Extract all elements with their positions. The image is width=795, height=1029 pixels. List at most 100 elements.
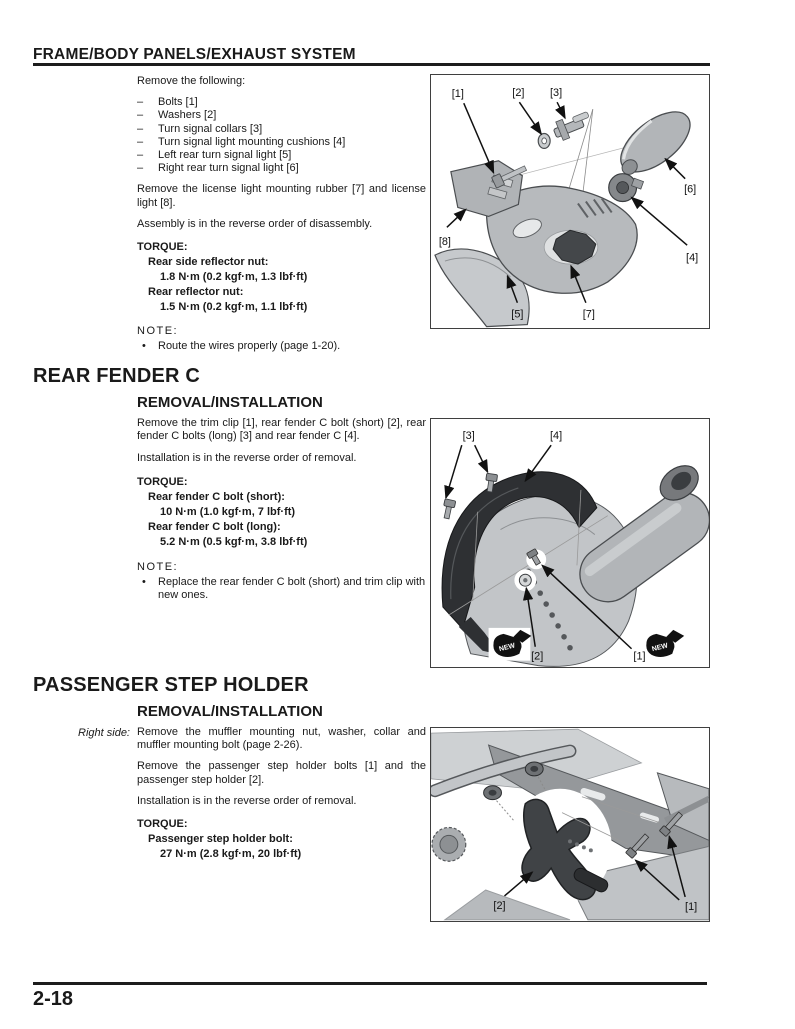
intro-text: Remove the following: — [137, 75, 246, 87]
svg-text:NEW: NEW — [498, 642, 516, 653]
dash-glyph: – — [137, 96, 144, 109]
mounting-cushion-part — [608, 173, 645, 203]
new-part-stamp-icon: NEW — [488, 627, 532, 661]
washer-part — [537, 132, 551, 149]
torque-item-name: Rear side reflector nut: — [148, 256, 269, 269]
part-label-3: [3] — [463, 430, 475, 442]
bullet-glyph: • — [142, 340, 146, 353]
turn-signal-exploded-drawing: [1] [2] [3] [4] [5] [6] [7] [8] — [434, 87, 698, 328]
section-title-rear-fender-c: REAR FENDER C — [33, 365, 201, 387]
leader-lines — [561, 796, 660, 845]
new-part-stamp-icon: NEW — [641, 627, 685, 661]
list-item-text: Turn signal light mounting cushions [4] — [158, 135, 346, 148]
torque-item-value: 27 N·m (2.8 kgf·m, 20 lbf·ft) — [160, 848, 302, 861]
callout-arrows — [446, 101, 688, 304]
part-label-2: [2] — [512, 87, 524, 99]
torque-item-value: 5.2 N·m (0.5 kgf·m, 3.8 lbf·ft) — [160, 535, 308, 548]
subframe-part — [656, 772, 709, 841]
callout-arrows — [503, 834, 686, 901]
frame-tube-part — [431, 744, 577, 798]
note-block: NOTE: • Route the wires properly (page 1… — [137, 324, 426, 353]
torque-item-name: Rear fender C bolt (short): — [148, 490, 285, 503]
part-label-4: [4] — [686, 252, 698, 264]
part-label-8: [8] — [439, 236, 451, 248]
torque-item-value: 1.5 N·m (0.2 kgf·m, 1.1 lbf·ft) — [160, 301, 308, 314]
fender-bolt-short-part — [526, 548, 541, 566]
torque-spec-block: TORQUE: Rear fender C bolt (short): 10 N… — [137, 475, 426, 550]
callout-arrows — [444, 444, 633, 650]
turn-signal-text-column: Remove the following: – Bolts [1] – Wash… — [137, 75, 426, 353]
footer-rule — [33, 982, 707, 985]
leader-lines — [566, 109, 594, 202]
torque-item-name: Rear fender C bolt (long): — [148, 520, 281, 533]
passenger-step-text-column: Remove the muffler mounting nut, washer,… — [137, 726, 426, 862]
part-label-5: [5] — [511, 309, 523, 321]
assembly-reverse-text: Assembly is in the reverse order of disa… — [137, 217, 373, 230]
fender-bolt-long-part — [443, 498, 456, 520]
torque-spec-block: TORQUE: Rear side reflector nut: 1.8 N·m… — [137, 240, 426, 315]
fender-bolt-long-part — [485, 472, 498, 493]
installation-reverse-text: Installation is in the reverse order of … — [137, 452, 357, 465]
figure-turn-signal-exploded: [1] [2] [3] [4] [5] [6] [7] [8] — [430, 74, 710, 329]
part-label-2: [2] — [493, 900, 505, 912]
list-item-text: Turn signal collars [3] — [158, 122, 263, 135]
part-label-1: [1] — [452, 88, 464, 100]
dash-glyph: – — [137, 149, 144, 162]
note-item: • Route the wires properly (page 1-20). — [137, 340, 426, 353]
step-holder-bracket-part — [521, 798, 609, 901]
figure-passenger-step-holder: [2] [1] — [430, 727, 710, 922]
leader-lines — [448, 489, 608, 616]
trim-clip-part — [518, 573, 532, 587]
note-label: NOTE: — [137, 325, 179, 338]
side-indicator-label: Right side: — [78, 727, 130, 739]
list-item-text: Left rear turn signal light [5] — [158, 149, 292, 162]
license-light-rubber-part — [552, 229, 597, 265]
part-label-1: [1] — [685, 901, 697, 913]
torque-label: TORQUE: — [137, 818, 188, 831]
part-label-6: [6] — [684, 184, 696, 196]
dash-glyph: – — [137, 162, 144, 175]
subsection-removal-installation: REMOVAL/INSTALLATION — [137, 703, 323, 720]
note-item: • Replace the rear fender C bolt (short)… — [137, 576, 426, 602]
part-label-3: [3] — [550, 87, 562, 99]
rear-fender-c-drawing: NEW NEW [3] [4] [2] [1] — [441, 430, 709, 667]
bolt-part — [491, 165, 528, 189]
remove-trim-clip-text: Remove the trim clip [1], rear fender C … — [137, 417, 426, 443]
remove-license-light-text: Remove the license light mounting rubber… — [137, 183, 426, 209]
installation-reverse-text: Installation is in the reverse order of … — [137, 794, 357, 807]
note-label: NOTE: — [137, 560, 179, 573]
part-label-1: [1] — [633, 651, 645, 663]
turn-signal-light-part — [620, 111, 691, 175]
list-item: – Turn signal collars [3] — [137, 123, 426, 136]
torque-item-value: 1.8 N·m (0.2 kgf·m, 1.3 lbf·ft) — [160, 271, 308, 284]
note-block: NOTE: • Replace the rear fender C bolt (… — [137, 560, 426, 602]
torque-spec-block: TORQUE: Passenger step holder bolt: 27 N… — [137, 817, 426, 862]
torque-label: TORQUE: — [137, 475, 188, 488]
note-item-text: Route the wires properly (page 1-20). — [158, 340, 341, 353]
figure-rear-fender-c: NEW NEW [3] [4] [2] [1] — [430, 418, 710, 668]
list-item: – Washers [2] — [137, 109, 426, 122]
list-item: – Bolts [1] — [137, 96, 426, 109]
remove-muffler-mounting-text: Remove the muffler mounting nut, washer,… — [137, 726, 426, 752]
swingarm-part — [567, 845, 709, 921]
chain-detail — [568, 839, 593, 853]
step-holder-bolt-part — [625, 833, 650, 859]
dash-glyph: – — [137, 109, 144, 122]
list-item-text: Right rear turn signal light [6] — [158, 162, 299, 175]
torque-label: TORQUE: — [137, 241, 188, 254]
bullet-glyph: • — [142, 575, 146, 588]
step-holder-bolt-part — [659, 811, 683, 837]
dash-glyph: – — [137, 122, 144, 135]
removal-item-list: – Bolts [1] – Washers [2] – Turn signal … — [137, 96, 426, 175]
lower-cowl-part — [443, 889, 571, 921]
page-header-title: FRAME/BODY PANELS/EXHAUST SYSTEM — [33, 46, 356, 63]
list-item: – Left rear turn signal light [5] — [137, 149, 426, 162]
torque-item-value: 10 N·m (1.0 kgf·m, 7 lbf·ft) — [160, 505, 296, 518]
part-label-2: [2] — [531, 651, 543, 663]
page-number: 2-18 — [33, 988, 74, 1010]
list-item: – Right rear turn signal light [6] — [137, 162, 426, 175]
torque-item-name: Rear reflector nut: — [148, 286, 244, 299]
svg-text:NEW: NEW — [651, 642, 669, 653]
turn-signal-collar-part — [553, 111, 589, 141]
remove-step-holder-text: Remove the passenger step holder bolts [… — [137, 760, 426, 786]
